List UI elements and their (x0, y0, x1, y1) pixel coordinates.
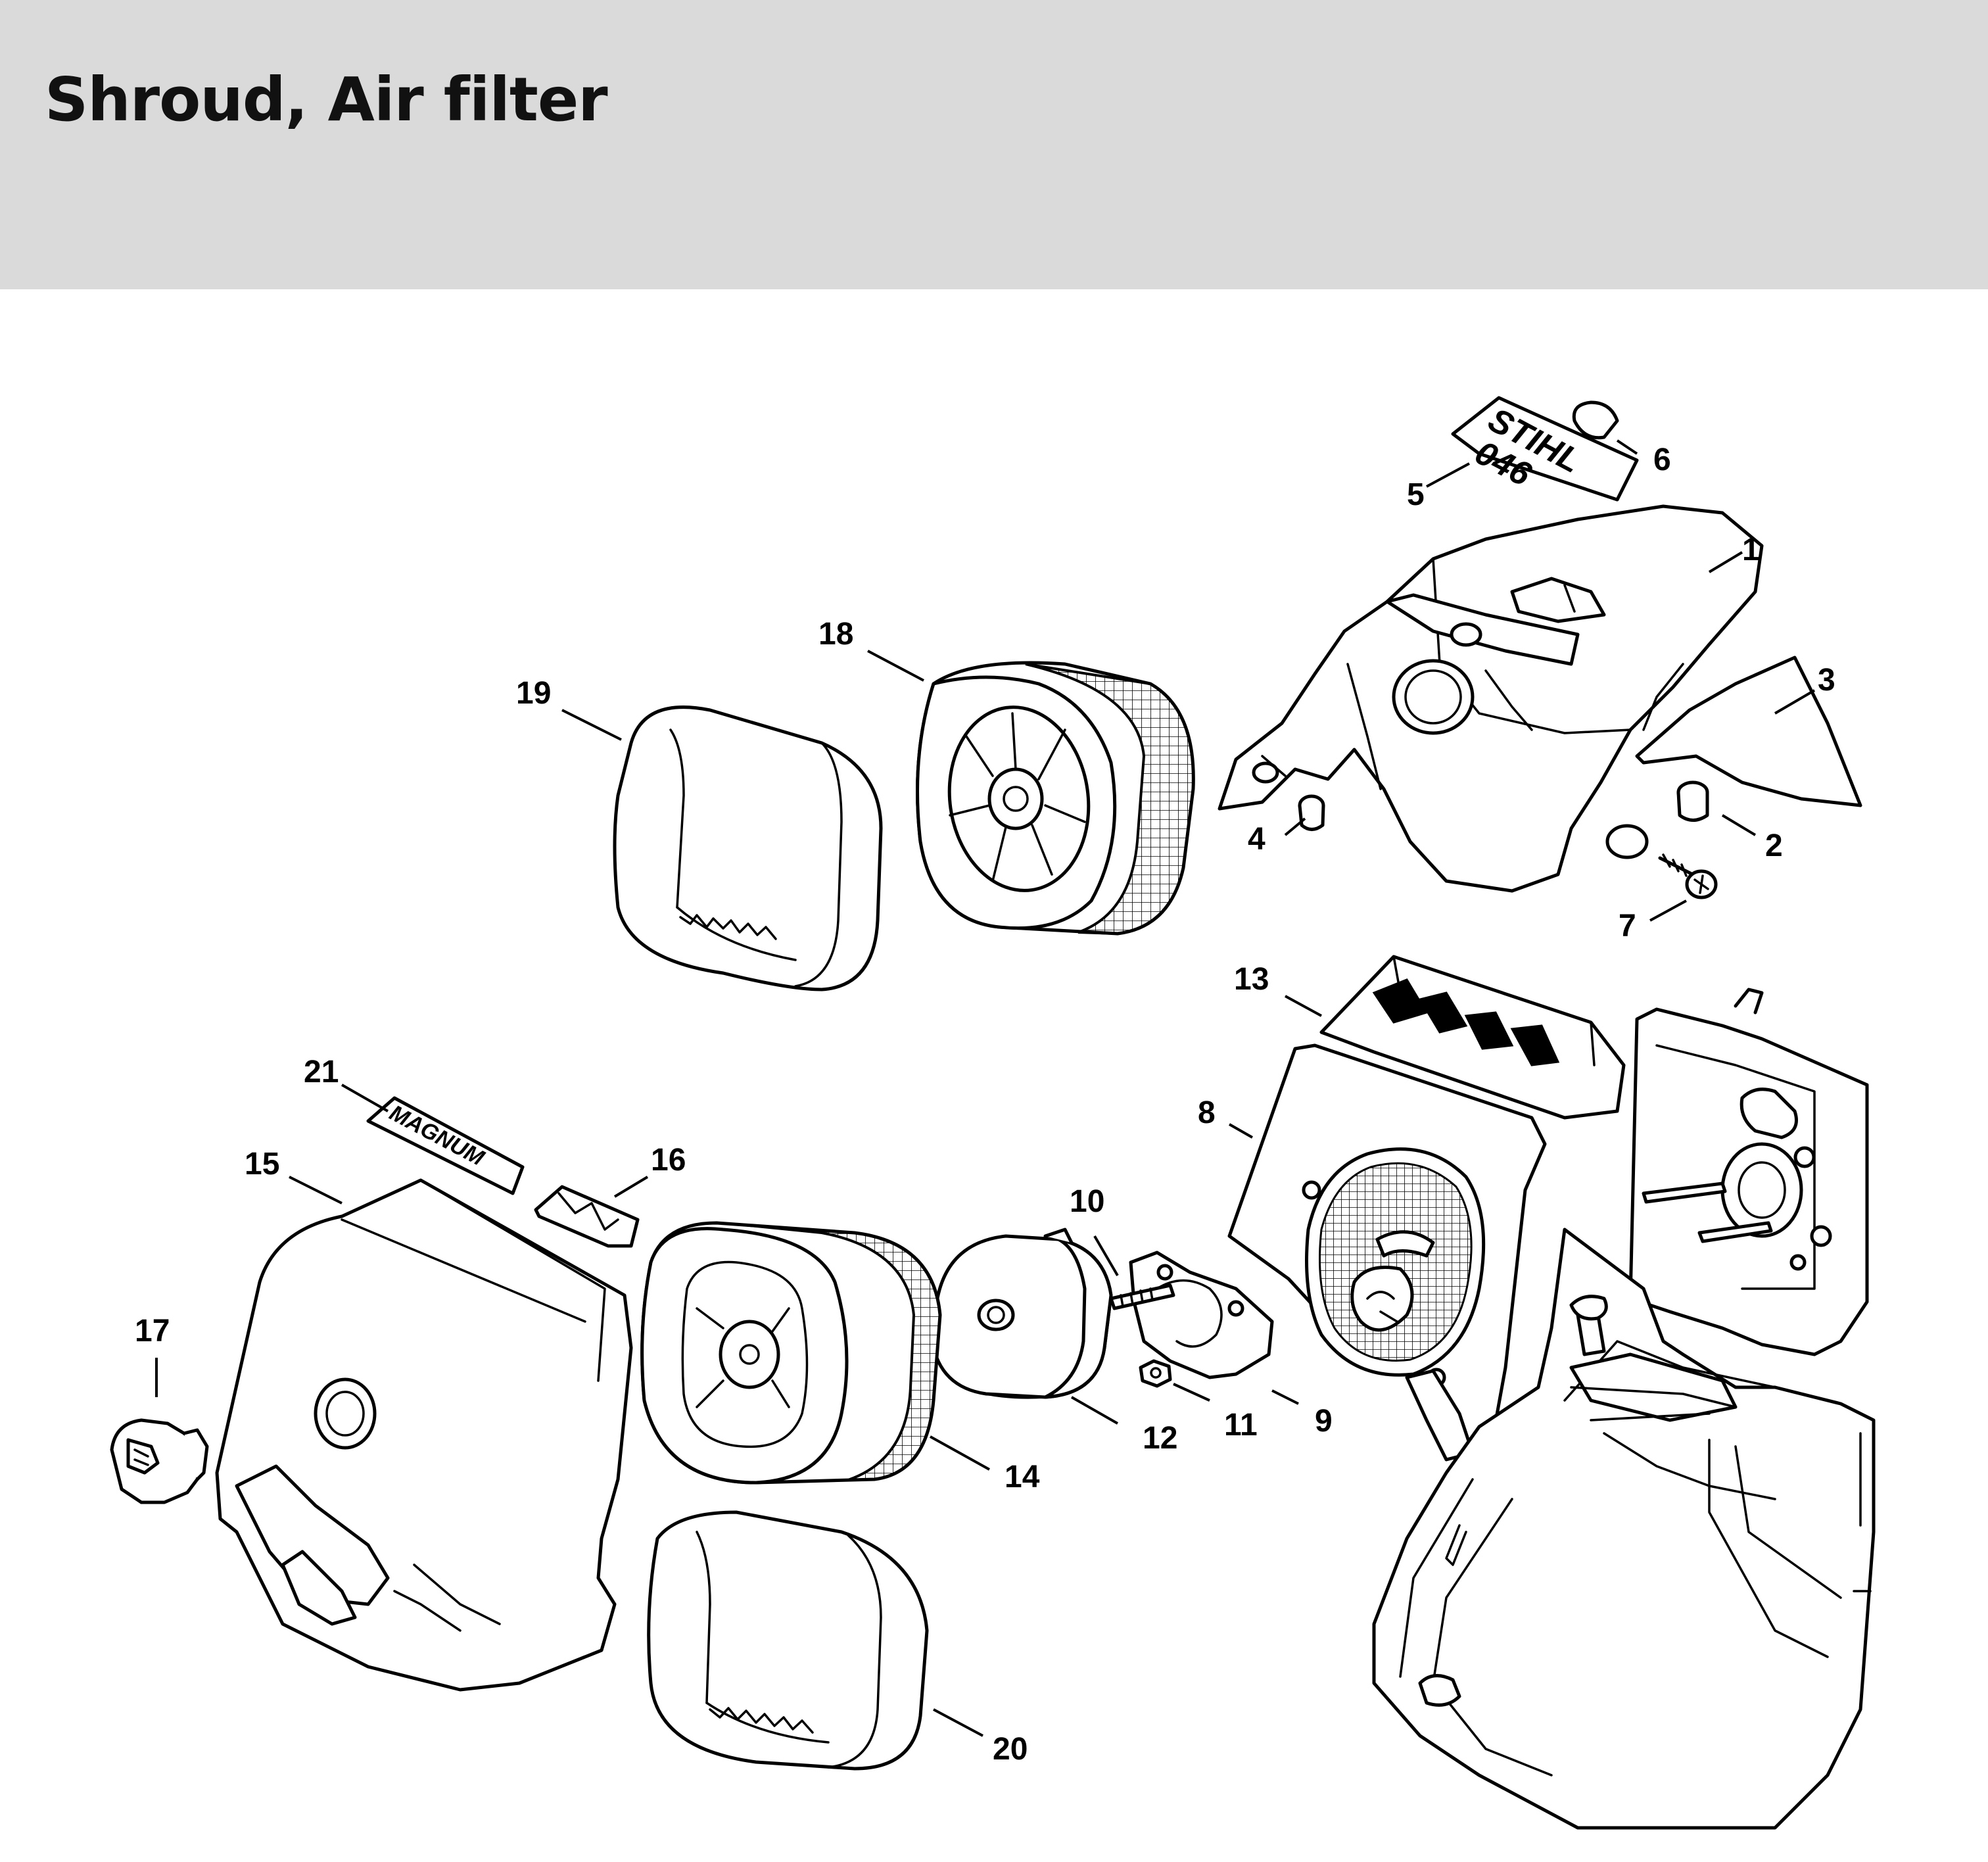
callout-9: 9 (1315, 1404, 1333, 1439)
callout-1: 1 (1742, 533, 1760, 567)
callout-13: 13 (1234, 962, 1269, 997)
part-9-bracket[interactable] (1129, 1251, 1274, 1379)
part-17-knob[interactable] (110, 1418, 209, 1504)
part-21-magnum-badge[interactable]: MAGNUM (366, 1096, 525, 1195)
callout-19: 19 (516, 676, 551, 711)
callout-6: 6 (1653, 442, 1671, 477)
callout-8: 8 (1198, 1095, 1216, 1130)
callout-20: 20 (993, 1732, 1028, 1767)
part-14-main-air-filter[interactable] (640, 1221, 942, 1485)
callout-15: 15 (245, 1147, 279, 1182)
callout-21: 21 (304, 1055, 339, 1089)
callout-2: 2 (1765, 828, 1783, 863)
part-20-filter-sleeve[interactable] (647, 1510, 929, 1771)
part-8-base-plate[interactable] (1227, 1043, 1547, 1462)
part-1-shroud[interactable] (1218, 504, 1764, 893)
part-10-stud-bolt[interactable] (1109, 1283, 1175, 1310)
page-title: Shroud, Air filter (45, 64, 608, 135)
part-6-plug[interactable] (1572, 400, 1619, 440)
saw-housing (1372, 988, 1876, 1830)
callout-12: 12 (1143, 1421, 1177, 1456)
callout-5: 5 (1407, 477, 1425, 512)
part-3-side-panel[interactable] (1635, 656, 1862, 807)
part-16-clip[interactable] (534, 1185, 640, 1248)
callout-16: 16 (651, 1143, 686, 1178)
header-bar: Shroud, Air filter (0, 0, 1988, 289)
part-12-filter-cap[interactable] (930, 1228, 1113, 1399)
part-4-grommet[interactable] (1298, 794, 1325, 831)
callout-3: 3 (1818, 663, 1835, 698)
callout-7: 7 (1619, 909, 1636, 943)
callout-labels: 1 2 3 4 5 6 7 8 9 10 11 12 13 14 15 16 1… (135, 442, 1835, 1767)
part-2-grommet[interactable] (1676, 780, 1709, 822)
callout-14: 14 (1005, 1460, 1040, 1494)
callout-18: 18 (818, 617, 853, 652)
part-15-filter-cover[interactable] (215, 1178, 633, 1692)
part-18-air-filter[interactable] (916, 661, 1195, 936)
callout-4: 4 (1248, 822, 1266, 857)
part-7-screw[interactable] (1658, 853, 1718, 899)
part-11-nut[interactable] (1139, 1359, 1172, 1388)
callout-17: 17 (135, 1314, 170, 1349)
callout-11: 11 (1224, 1408, 1258, 1443)
part-19-filter-sleeve[interactable] (613, 705, 883, 991)
callout-10: 10 (1070, 1184, 1104, 1219)
leader-lines (155, 439, 1816, 1737)
part-13-filter-holder[interactable] (1319, 955, 1626, 1120)
